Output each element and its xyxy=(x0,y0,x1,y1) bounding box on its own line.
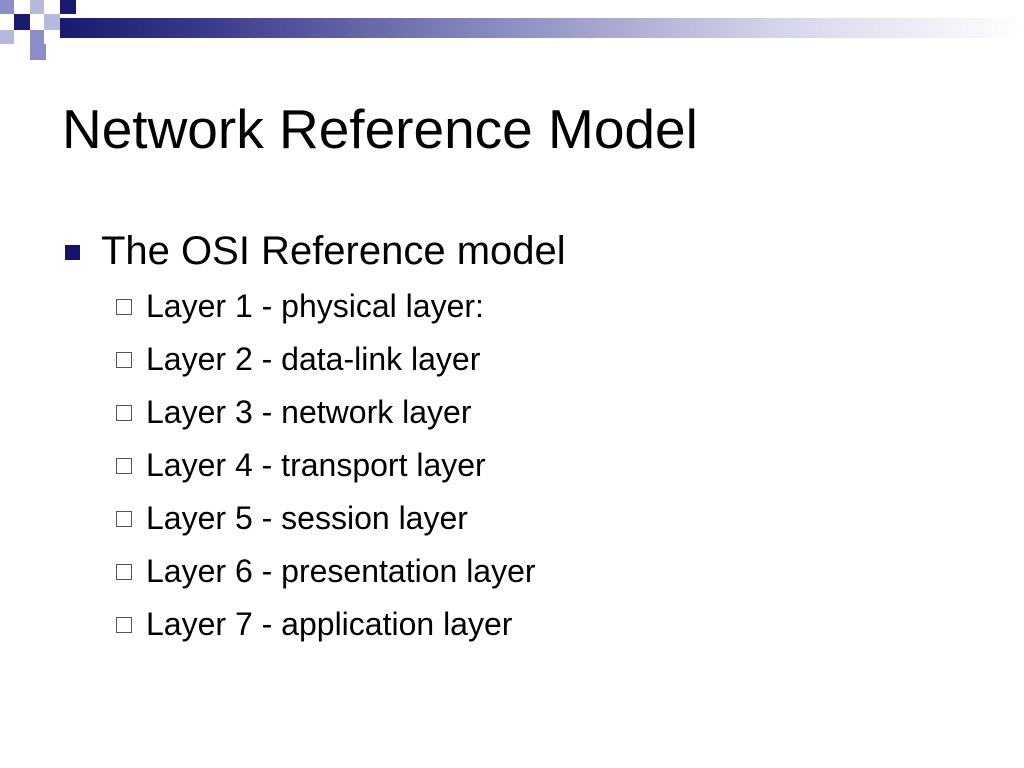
filled-square-icon xyxy=(65,245,80,260)
sub-bullet-text: Layer 5 - session layer xyxy=(146,500,468,536)
hollow-square-icon xyxy=(116,299,132,315)
hollow-square-icon xyxy=(116,352,132,368)
bullet-text: The OSI Reference model xyxy=(101,229,566,273)
header-square-icon xyxy=(14,14,30,30)
sub-bullet-item: Layer 4 - transport layer xyxy=(62,439,1002,492)
sub-bullet-text: Layer 4 - transport layer xyxy=(146,447,486,483)
sub-bullet-item: Layer 3 - network layer xyxy=(62,386,1002,439)
header-square-icon xyxy=(60,0,76,14)
slide-title: Network Reference Model xyxy=(62,98,698,160)
sub-bullet-text: Layer 1 - physical layer: xyxy=(146,288,484,324)
header-square-icon xyxy=(0,30,14,44)
header-square-icon xyxy=(30,0,44,14)
sub-bullet-item: Layer 6 - presentation layer xyxy=(62,545,1002,598)
sub-bullet-item: Layer 7 - application layer xyxy=(62,598,1002,651)
sub-bullet-text: Layer 7 - application layer xyxy=(146,606,513,642)
sub-bullet-text: Layer 6 - presentation layer xyxy=(146,553,536,589)
hollow-square-icon xyxy=(116,405,132,421)
hollow-square-icon xyxy=(116,617,132,633)
header-gradient-bar xyxy=(60,18,1024,38)
header-square-icon xyxy=(30,44,46,60)
hollow-square-icon xyxy=(116,564,132,580)
sub-bullet-text: Layer 3 - network layer xyxy=(146,394,472,430)
hollow-square-icon xyxy=(116,458,132,474)
hollow-square-icon xyxy=(116,511,132,527)
header-square-icon xyxy=(30,30,44,44)
sub-bullet-text: Layer 2 - data-link layer xyxy=(146,341,481,377)
sub-bullet-item: Layer 5 - session layer xyxy=(62,492,1002,545)
sub-bullet-list: Layer 1 - physical layer: Layer 2 - data… xyxy=(62,280,1002,651)
sub-bullet-item: Layer 1 - physical layer: xyxy=(62,280,1002,333)
bullet-item: The OSI Reference model xyxy=(62,222,1002,280)
slide-body: The OSI Reference model Layer 1 - physic… xyxy=(62,222,1002,651)
header-square-icon xyxy=(0,0,14,14)
header-square-icon xyxy=(44,14,60,30)
sub-bullet-item: Layer 2 - data-link layer xyxy=(62,333,1002,386)
